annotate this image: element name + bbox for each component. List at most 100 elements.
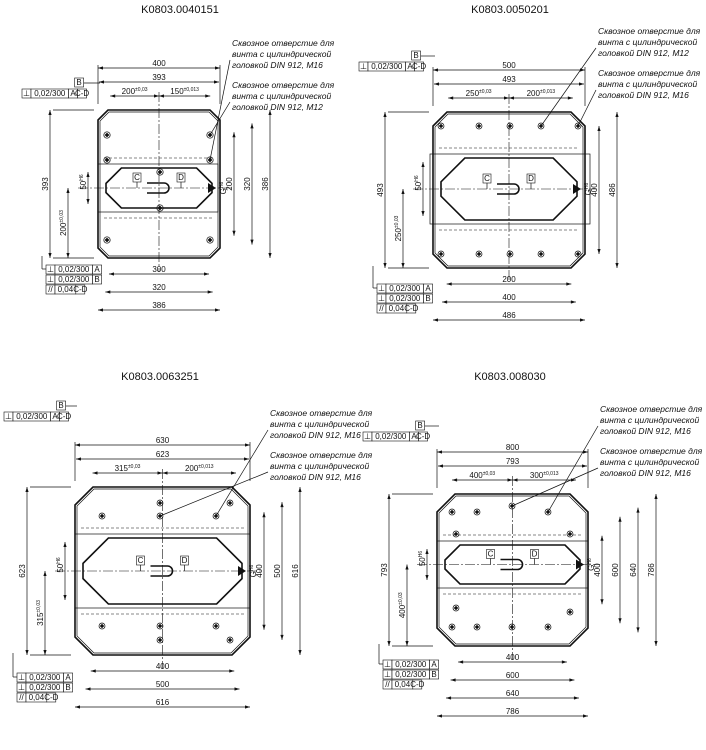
hole-note-text: Сквозное отверстие для (270, 408, 373, 418)
arrow-head (245, 443, 250, 447)
g-fit-label: GH6 (219, 181, 228, 194)
dimension-label: 493 (376, 183, 385, 197)
tolerance-bottom-text: 0,04 (395, 680, 411, 689)
dimension-label: 630 (156, 436, 170, 445)
datum-c-label: C (138, 556, 144, 565)
arrow-head (205, 94, 211, 98)
arrow-head (438, 464, 443, 468)
tolerance-top-text: 0,02/300 (34, 89, 66, 98)
mounting-hole-icon (448, 508, 456, 516)
arrow-head (425, 549, 429, 554)
arrow-head (43, 650, 47, 655)
hole-note-text: головкой DIN 912, M16 (600, 426, 691, 436)
mounting-hole-icon (206, 156, 214, 164)
arrow-head (401, 263, 405, 268)
g-fit-label: GH6 (587, 558, 596, 571)
tolerance-bottom-cell (92, 264, 102, 275)
g-fit-label: GH6 (584, 182, 593, 195)
dimension-label: 300±0,013 (530, 471, 559, 480)
tolerance-bottom-cell (75, 284, 86, 295)
slot-width-label: 50H6 (79, 174, 88, 190)
plate-outline (432, 111, 586, 269)
tolerance-bottom-text: 0,02/300 (389, 284, 421, 293)
arrow-head (566, 282, 572, 286)
arrow-head (215, 308, 220, 312)
keyway (150, 565, 174, 577)
slot-width-label: 50H6 (56, 557, 65, 573)
datum-b-frame (415, 420, 425, 431)
mounting-hole-icon (544, 623, 552, 631)
mounting-hole-icon (156, 499, 164, 507)
mounting-hole-marker (157, 623, 163, 629)
dimension-label: 793 (506, 457, 520, 466)
mounting-hole-marker (213, 623, 219, 629)
arrow-head (600, 535, 604, 541)
arrow-head (232, 230, 236, 236)
hole-note-text: Сквозное отверстие для (598, 26, 701, 36)
mounting-hole-marker (157, 500, 163, 506)
arrow-head (207, 290, 213, 294)
arrow-head (448, 96, 454, 100)
arrow-head (433, 68, 438, 72)
arrow-head (157, 471, 163, 475)
dimension-label: 400±0,03 (398, 592, 407, 618)
tolerance-top-text: 0,02/300 (375, 432, 407, 441)
plate-inner-edge (76, 488, 249, 654)
tolerance-bottom-text: ⊥ (47, 275, 54, 284)
tolerance-top-text: ⊥ (364, 432, 371, 441)
dimension-label: 600 (506, 671, 520, 680)
center-slot (105, 167, 213, 209)
hole-note-text: винта с цилиндрической (598, 37, 697, 47)
dimension-label: 500 (273, 564, 282, 578)
mounting-hole-icon (206, 236, 214, 244)
keyway (500, 558, 524, 571)
datum-arrow-icon (573, 184, 581, 194)
arrow-head (262, 512, 266, 518)
arrow-head (387, 494, 391, 499)
tolerance-bottom-text: 0,04 (389, 304, 405, 313)
arrow-head (512, 478, 518, 482)
keyway (497, 183, 520, 195)
tolerance-bottom-text: B (431, 670, 436, 679)
tolerance-bottom-text: 0,02/300 (58, 275, 90, 284)
arrow-head (86, 199, 90, 204)
tolerance-top-cell (77, 88, 87, 99)
arrow-head (298, 650, 302, 655)
tolerance-bottom-text: A (65, 673, 71, 682)
tolerance-bottom-text: 0,04 (58, 285, 74, 294)
tolerance-top-text: C-D (416, 432, 430, 441)
arrow-head (215, 66, 220, 70)
view-title: K0803.008030 (474, 371, 546, 383)
arrow-head (401, 189, 405, 194)
dimension-label: 400 (502, 293, 516, 302)
datum-d-label: D (532, 550, 538, 559)
mounting-hole-marker (104, 132, 110, 138)
mounting-hole-marker (474, 624, 480, 630)
arrow-head (250, 123, 254, 129)
arrow-head (583, 714, 588, 718)
center-slot (444, 544, 581, 585)
dimension-label: 600 (611, 563, 620, 577)
plate-outline (97, 109, 221, 259)
plate-inner-edge (434, 113, 584, 267)
tolerance-bottom-text: ⊥ (378, 294, 385, 303)
hole-note-text: головкой DIN 912, M16 (232, 60, 323, 70)
dimension-label: 400±0,03 (469, 471, 495, 480)
mounting-hole-icon (508, 623, 516, 631)
hole-note-text: головкой DIN 912, M16 (600, 468, 691, 478)
tolerance-bottom-text: B (425, 294, 430, 303)
hole-note-text: головкой DIN 912, M16 (270, 430, 361, 440)
tolerance-bottom-text: ⊥ (18, 683, 25, 692)
tolerance-bottom-text: 0,02/300 (29, 673, 61, 682)
arrow-head (268, 253, 272, 258)
arrow-head (383, 263, 387, 268)
dimension-label: 616 (156, 698, 170, 707)
arrow-head (25, 487, 29, 492)
arrow-head (85, 687, 91, 691)
arrow-head (250, 239, 254, 245)
view-title: K0803.0040151 (141, 4, 219, 16)
dimension-label: 320 (152, 283, 166, 292)
